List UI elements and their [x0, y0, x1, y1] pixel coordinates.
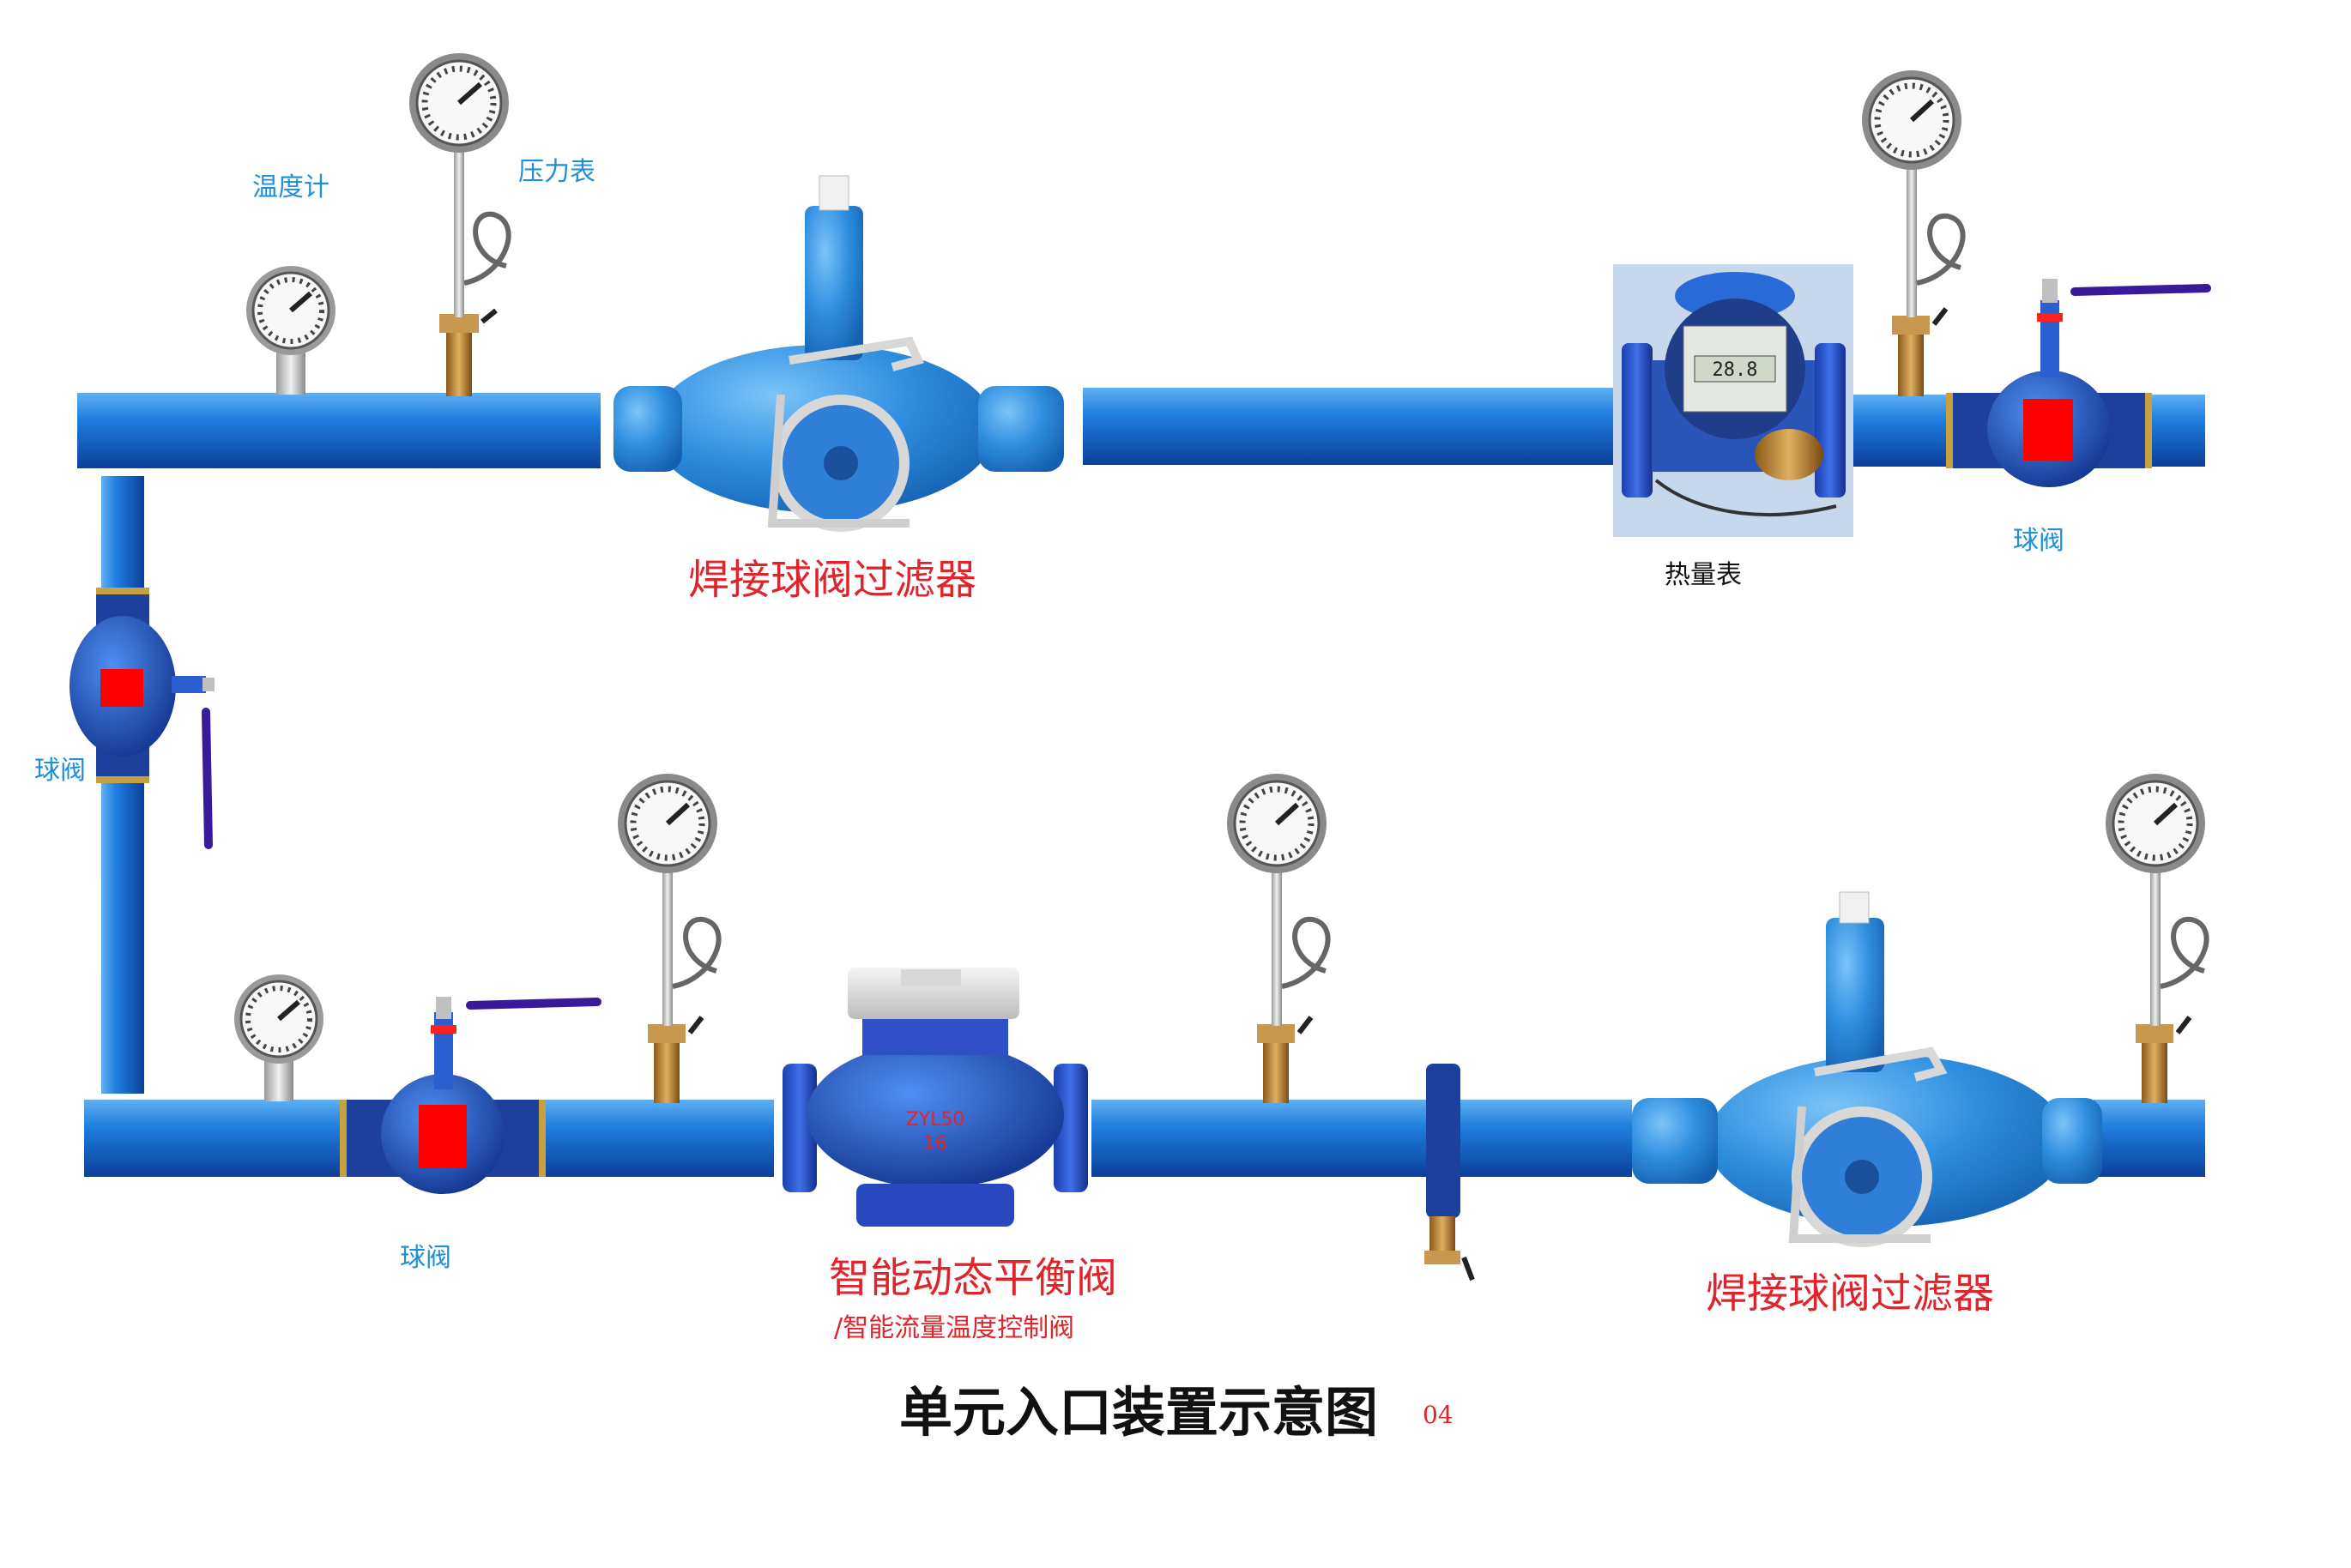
pipe-bottom-2: [542, 1100, 774, 1177]
ball-valve-left-vertical: [70, 588, 215, 849]
pipe-top-2: [1083, 388, 1622, 465]
ball-valve-bottom: [340, 997, 601, 1194]
pressure-gauge-bottom-2: [1227, 774, 1331, 1103]
pressure-gauge-label: 压力表: [518, 157, 595, 187]
weld-filter-bottom-label: 焊接球阀过滤器: [1706, 1269, 1995, 1318]
heat-meter: 28.8: [1613, 264, 1853, 537]
weld-ball-valve-filter-bottom: [1632, 891, 2102, 1247]
pipe-top-1: [77, 393, 601, 468]
diagram-title: 单元入口装置示意图: [899, 1381, 1379, 1444]
diagram-title-number: 04: [1423, 1401, 1454, 1429]
balance-valve-model: ZYL50: [906, 1109, 965, 1131]
ball-valve-left-label: 球阀: [34, 756, 86, 786]
balance-valve-sub-label: /智能流量温度控制阀: [834, 1313, 1075, 1343]
thermometer-bottom: [234, 974, 323, 1101]
pipe-top-3: [1852, 395, 1951, 467]
pipe-network: [77, 388, 2205, 1177]
pipe-top-4: [2145, 395, 2205, 467]
ball-valve-top-right: [1946, 279, 2211, 487]
pressure-gauge-top-left: [409, 53, 511, 396]
pipe-bottom-1: [84, 1100, 341, 1177]
intelligent-balance-valve: ZYL50 16: [783, 968, 1088, 1227]
pipe-vertical: [101, 476, 144, 1094]
pipe-bottom-4: [2094, 1100, 2205, 1177]
pressure-gauge-top-right: [1862, 70, 1966, 396]
weld-ball-valve-filter-top: [613, 175, 1064, 532]
pressure-gauge-bottom-3: [2106, 774, 2209, 1103]
ball-valve-top-right-label: 球阀: [2013, 526, 2064, 556]
ball-valve-bottom-label: 球阀: [400, 1243, 451, 1273]
thermometer-top: [246, 266, 335, 395]
heat-meter-label: 热量表: [1665, 560, 1742, 590]
pipe-coupling-drain: [1424, 1064, 1475, 1282]
pipe-bottom-3: [1091, 1100, 1632, 1177]
balance-valve-size: 16: [923, 1133, 947, 1155]
heat-meter-display: 28.8: [1713, 359, 1758, 381]
balance-valve-label: 智能动态平衡阀: [829, 1254, 1118, 1302]
weld-filter-top-label: 焊接球阀过滤器: [688, 556, 977, 604]
thermometer-label: 温度计: [252, 172, 329, 202]
pressure-gauge-bottom-1: [618, 774, 722, 1103]
